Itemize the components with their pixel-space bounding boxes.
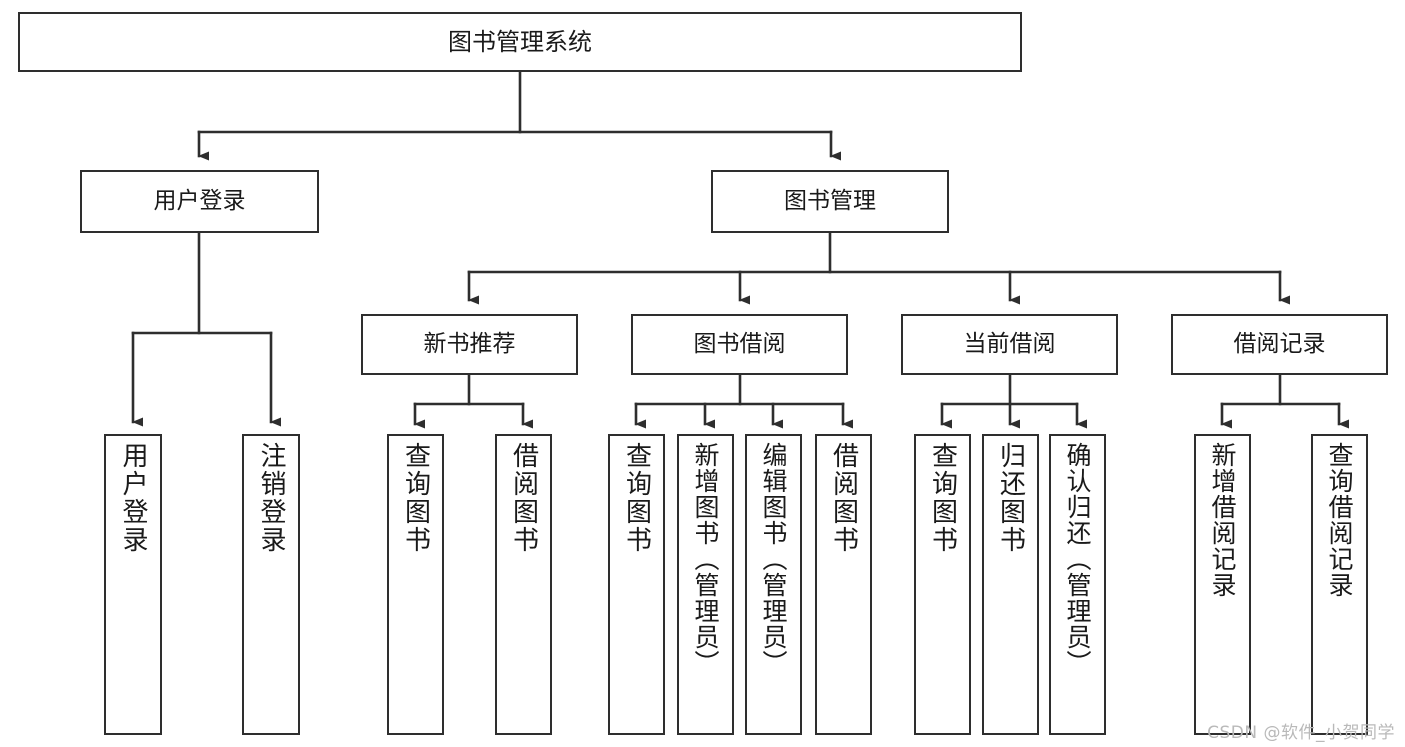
node-leaf-query-book-2[interactable]: 查询图书: [608, 434, 665, 735]
node-leaf-query-book-3[interactable]: 查询图书: [914, 434, 971, 735]
node-leaf-return-book[interactable]: 归还图书: [982, 434, 1039, 735]
node-leaf-return-book-label: 归还图书: [995, 442, 1026, 554]
node-user-login[interactable]: 用户登录: [80, 170, 319, 233]
node-root-label: 图书管理系统: [448, 27, 592, 56]
node-leaf-add-book-label: 新增图书（管理员）: [691, 442, 720, 676]
node-leaf-borrow-book-2[interactable]: 借阅图书: [815, 434, 872, 735]
node-leaf-borrow-book-1[interactable]: 借阅图书: [495, 434, 552, 735]
node-leaf-user-login-label: 用户登录: [118, 442, 148, 554]
node-leaf-edit-book-label: 编辑图书（管理员）: [759, 442, 788, 676]
node-leaf-add-book[interactable]: 新增图书（管理员）: [677, 434, 734, 735]
node-book-borrow[interactable]: 图书借阅: [631, 314, 848, 375]
node-book-manage[interactable]: 图书管理: [711, 170, 949, 233]
node-leaf-user-login[interactable]: 用户登录: [104, 434, 162, 735]
node-leaf-edit-book[interactable]: 编辑图书（管理员）: [745, 434, 802, 735]
node-leaf-user-logout[interactable]: 注销登录: [242, 434, 300, 735]
node-new-book-recommend-label: 新书推荐: [423, 330, 516, 357]
node-borrow-record[interactable]: 借阅记录: [1171, 314, 1388, 375]
csdn-watermark: CSDN @软件_小贺同学: [1207, 723, 1395, 743]
node-book-manage-label: 图书管理: [784, 187, 876, 214]
node-current-borrow[interactable]: 当前借阅: [901, 314, 1118, 375]
node-root[interactable]: 图书管理系统: [18, 12, 1022, 72]
node-leaf-borrow-book-1-label: 借阅图书: [508, 442, 539, 554]
node-leaf-query-record[interactable]: 查询借阅记录: [1311, 434, 1368, 735]
node-leaf-borrow-book-2-label: 借阅图书: [828, 442, 859, 554]
node-leaf-query-book-1[interactable]: 查询图书: [387, 434, 444, 735]
node-book-borrow-label: 图书借阅: [693, 330, 786, 357]
node-current-borrow-label: 当前借阅: [963, 330, 1056, 357]
node-leaf-confirm-return-label: 确认归还（管理员）: [1063, 442, 1092, 676]
node-leaf-query-book-3-label: 查询图书: [927, 442, 958, 554]
node-leaf-confirm-return[interactable]: 确认归还（管理员）: [1049, 434, 1106, 735]
node-leaf-query-book-2-label: 查询图书: [621, 442, 652, 554]
node-leaf-query-record-label: 查询借阅记录: [1325, 442, 1354, 598]
node-leaf-add-record[interactable]: 新增借阅记录: [1194, 434, 1251, 735]
node-user-login-label: 用户登录: [153, 187, 246, 214]
node-leaf-add-record-label: 新增借阅记录: [1208, 442, 1237, 598]
node-leaf-query-book-1-label: 查询图书: [400, 442, 431, 554]
node-new-book-recommend[interactable]: 新书推荐: [361, 314, 578, 375]
node-borrow-record-label: 借阅记录: [1233, 330, 1326, 357]
node-leaf-user-logout-label: 注销登录: [256, 442, 286, 554]
